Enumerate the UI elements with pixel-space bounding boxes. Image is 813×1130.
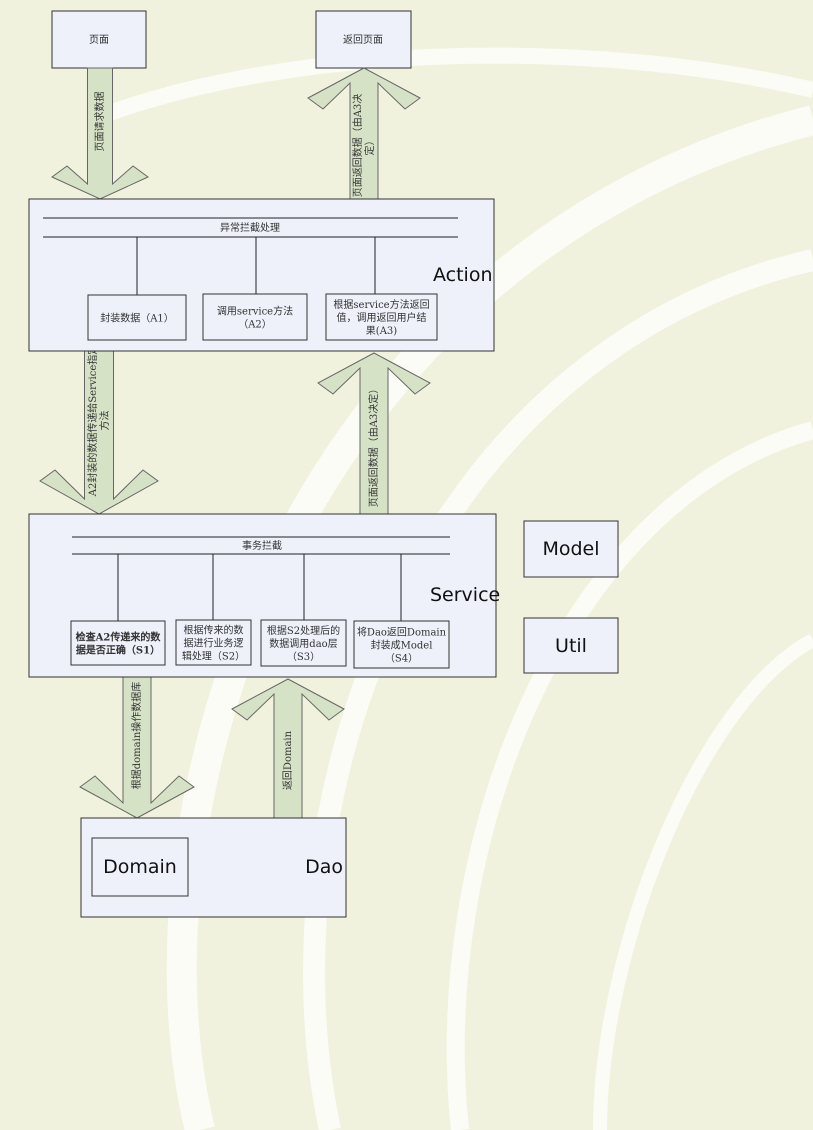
a1-box: 封装数据（A1） — [87, 294, 187, 341]
arrow-label: 方法 — [98, 411, 111, 431]
a3-box-line: 果(A3) — [366, 325, 397, 337]
a3-box-rect — [325, 293, 438, 341]
a2-box-line: 调用service方法 — [217, 305, 293, 318]
return-mid-arrow: 页面返回数据（由A3决定） — [317, 352, 431, 515]
action-interceptor-label: 异常拦截处理 — [220, 221, 280, 234]
return-domain-arrow: 返回Domain — [231, 678, 345, 819]
request-arrow: 页面请求数据 — [51, 67, 149, 200]
s4-box-rect — [353, 620, 450, 669]
a2-box-rect — [202, 293, 308, 341]
s4-box-line: 将Dao返回Domain — [357, 627, 447, 639]
arrow-shape — [317, 352, 431, 515]
arrow-label: A2封装的数据传递给Service指定 — [86, 345, 99, 498]
arrow-label: 定） — [363, 136, 376, 156]
arrow-shape — [51, 67, 149, 200]
service-layer-label: Service — [430, 584, 500, 606]
s1-box-line: 据是否正确（S1） — [76, 644, 160, 657]
a1-box-rect — [87, 294, 187, 341]
to-service-arrow: A2封装的数据传递给Service指定方法 — [39, 345, 159, 515]
page-label: 页面 — [89, 34, 109, 46]
arrow-shape — [231, 678, 345, 819]
model-label: Model — [542, 538, 599, 560]
a3-box-line: 根据service方法返回 — [333, 298, 429, 311]
domain-box — [91, 837, 189, 897]
arrow-label: 页面返回数据（由A3决 — [351, 94, 364, 198]
page-box — [51, 10, 147, 69]
a3-box-line: 值，调用返回用户结 — [337, 311, 427, 324]
return-page-label: 返回页面 — [343, 34, 383, 46]
s4-box-line: 封装成Model — [371, 639, 433, 652]
arrow-shape — [39, 350, 159, 515]
s3-box-line: 根据S2处理后的 — [267, 624, 340, 637]
s3-box-rect — [260, 619, 347, 667]
action-layer-label: Action — [433, 264, 493, 286]
arrow-label: 根据domain操作数据库 — [130, 682, 143, 790]
s1-box-line: 检查A2传递来的数 — [76, 631, 162, 644]
arrow-label: 页面请求数据 — [93, 92, 106, 152]
a2-box-line: （A2） — [238, 319, 272, 331]
service-interceptor-label: 事务拦截 — [242, 539, 282, 552]
s1-box-rect — [70, 620, 166, 666]
a2-box: 调用service方法（A2） — [202, 293, 308, 341]
s2-box-line: 据进行业务逻 — [184, 637, 244, 650]
util-box — [523, 617, 619, 674]
s3-box-line: 数据调用dao层 — [269, 637, 337, 650]
model-box — [523, 520, 619, 578]
s4-box-line: （S4） — [385, 653, 418, 665]
arrow-label: 页面返回数据（由A3决定） — [367, 384, 380, 508]
domain-label: Domain — [103, 856, 177, 878]
to-dao-arrow: 根据domain操作数据库 — [79, 676, 195, 819]
return-page-arrow: 页面返回数据（由A3决定） — [307, 67, 421, 200]
s2-box-line: 根据传来的数 — [184, 624, 244, 637]
s2-box-rect — [175, 619, 252, 666]
dao-layer-label: Dao — [305, 856, 343, 878]
a1-box-line: 封装数据（A1） — [100, 312, 174, 325]
s3-box-line: （S3） — [287, 651, 320, 663]
arrow-label: 返回Domain — [282, 730, 294, 790]
arrow-shape — [79, 676, 195, 819]
s2-box-line: 辑处理（S2） — [182, 650, 245, 663]
arrow-shape — [307, 67, 421, 200]
util-label: Util — [555, 635, 587, 657]
